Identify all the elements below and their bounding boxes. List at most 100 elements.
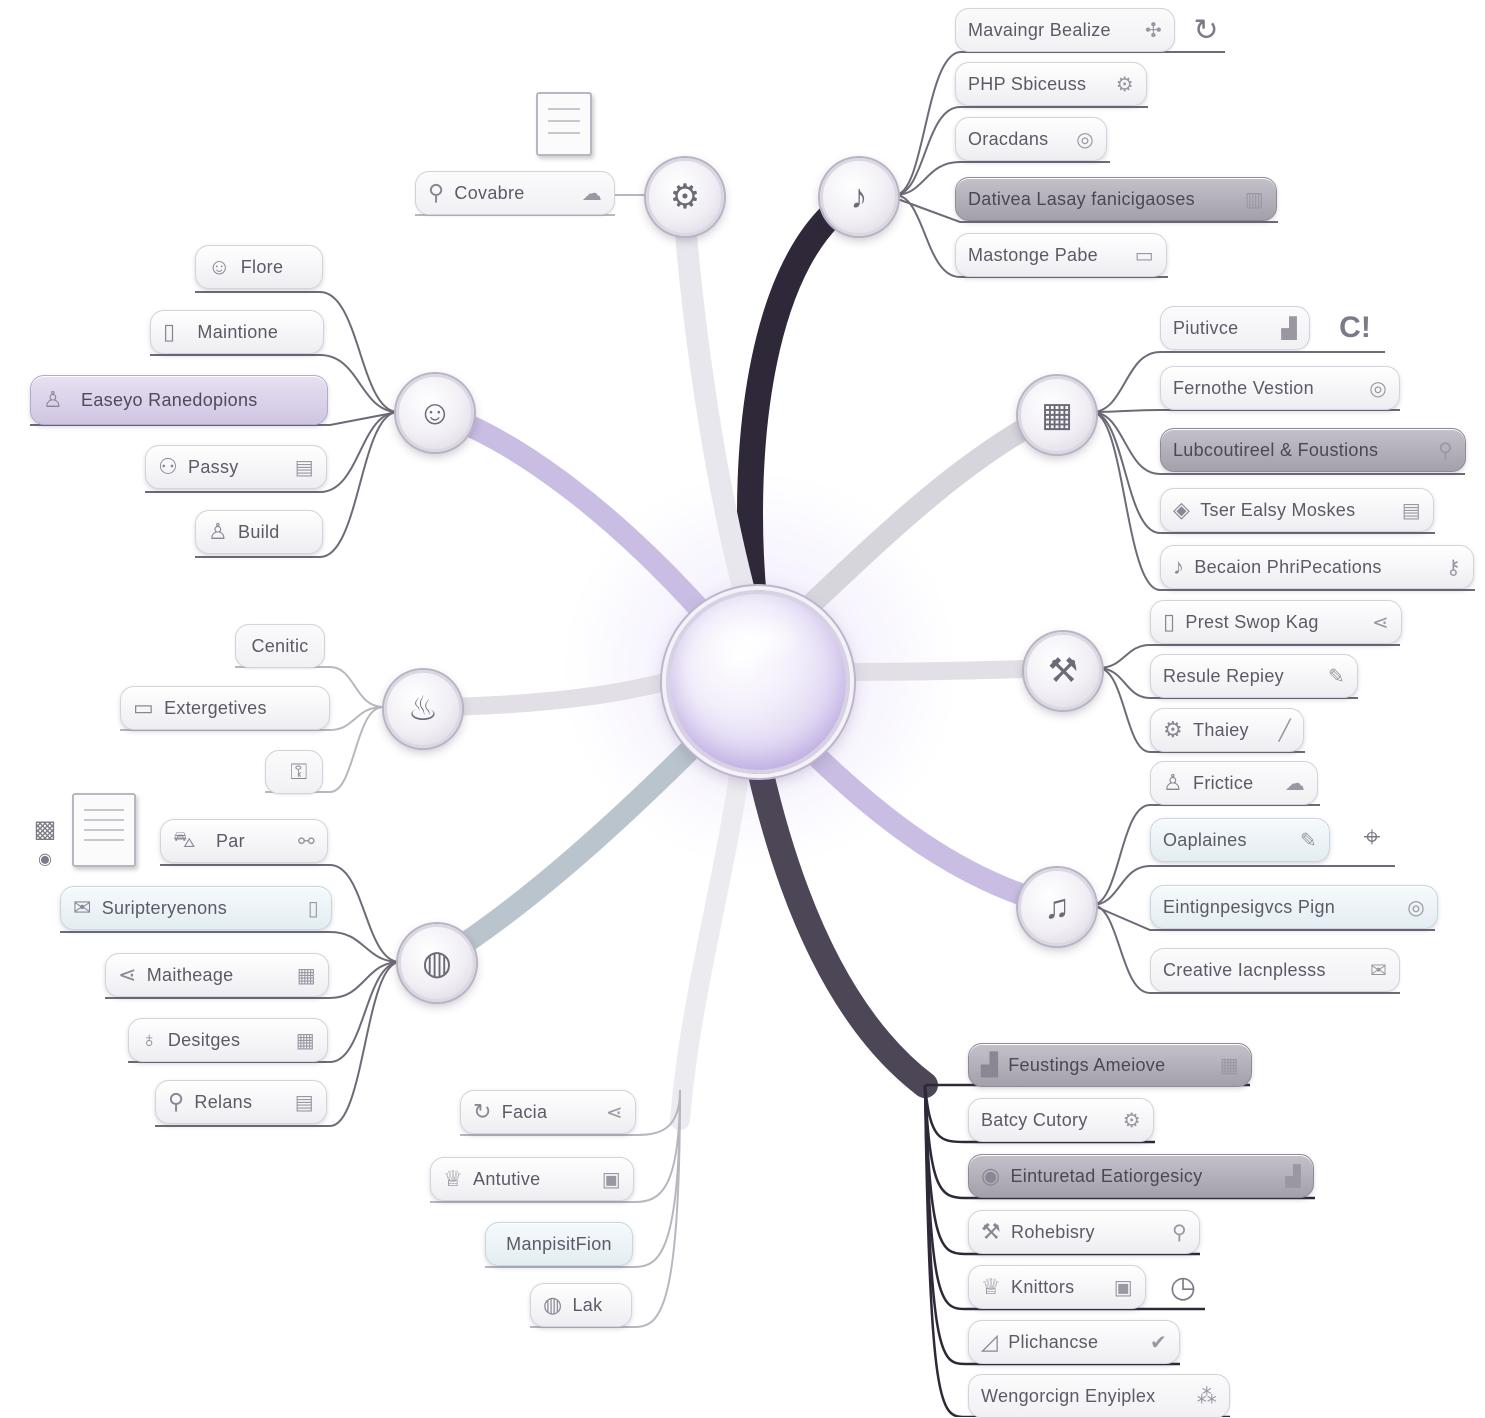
item-label: Suripteryenons bbox=[101, 897, 228, 918]
item-left-lower-1[interactable]: ⛍ Par ⚯ bbox=[160, 819, 328, 863]
edit-icon: ✎ bbox=[1299, 829, 1317, 852]
refresh-icon[interactable]: ↻ bbox=[1193, 13, 1219, 47]
pin-icon: ⚲ bbox=[1438, 439, 1453, 462]
clock-icon[interactable]: ◷ bbox=[1169, 1270, 1197, 1304]
branch-bottom-right bbox=[747, 757, 938, 1098]
item-right-middle-2[interactable]: Resule Repiey ✎ bbox=[1150, 654, 1358, 698]
item-label: Par bbox=[215, 830, 245, 851]
item-label: Plichancse bbox=[1008, 1331, 1099, 1352]
trophy-icon: ♕ bbox=[443, 1166, 464, 1191]
item-bottom-right-5[interactable]: ♕ Knittors ▣ bbox=[968, 1265, 1146, 1309]
node-right-lower[interactable]: ♫ bbox=[1018, 868, 1096, 946]
check-icon: ✔ bbox=[1149, 1331, 1167, 1354]
node-top-right[interactable]: ♪ bbox=[820, 158, 898, 236]
cloud-icon: ☁ bbox=[1284, 772, 1305, 795]
item-right-upper-5[interactable]: ♪ Becaion PhriPecations ⚷ bbox=[1160, 545, 1474, 589]
item-left-upper-2[interactable]: ▯ Maintione bbox=[150, 310, 324, 354]
item-top-middle-1[interactable]: ⚲ Covabre ☁ bbox=[415, 171, 615, 215]
share-icon: ⋖ bbox=[1371, 611, 1389, 634]
item-left-upper-5[interactable]: ♙ Build bbox=[195, 510, 323, 554]
item-left-upper-1[interactable]: ☺ Flore bbox=[195, 245, 323, 289]
node-right-middle[interactable]: ⚒ bbox=[1024, 632, 1102, 710]
branch-right-upper bbox=[794, 401, 1066, 621]
item-right-middle-3[interactable]: ⚙ Thaiey ╱ bbox=[1150, 708, 1304, 752]
box-icon: ▣ bbox=[601, 1168, 621, 1191]
tag-icon: ◈ bbox=[1173, 497, 1191, 522]
item-left-middle-2[interactable]: ▭ Extergetives bbox=[120, 686, 330, 730]
item-label: Batcy Cutory bbox=[981, 1109, 1088, 1130]
mail-icon: ✉ bbox=[1369, 959, 1387, 982]
tablet-icon: ▯ bbox=[307, 897, 319, 920]
item-right-lower-1[interactable]: ♙ Frictice ☁ bbox=[1150, 761, 1318, 805]
node-left-middle[interactable]: ♨ bbox=[384, 670, 462, 748]
car-icon: ⛍ bbox=[173, 826, 196, 852]
item-label: Maintione bbox=[197, 321, 279, 342]
antenna-icon[interactable]: ⌖ bbox=[1363, 821, 1381, 854]
doc-line bbox=[548, 132, 580, 134]
item-bottom-middle-3[interactable]: ManpisitFion bbox=[485, 1222, 633, 1266]
item-bottom-right-3[interactable]: ◉ Einturetad Eatiorgesicy ▟ bbox=[968, 1154, 1314, 1198]
node-right-upper[interactable]: ▦ bbox=[1018, 376, 1096, 454]
item-right-lower-3[interactable]: Eintignpesigvcs Pign ◎ bbox=[1150, 885, 1438, 929]
person-icon: ♙ bbox=[208, 519, 229, 544]
item-left-lower-4[interactable]: ♁ Desitges ▦ bbox=[128, 1018, 328, 1062]
item-label: Lubcoutireel & Foustions bbox=[1173, 439, 1379, 460]
branch-left-lower bbox=[425, 729, 711, 973]
document-icon: ▤ bbox=[1401, 499, 1421, 522]
item-top-right-2[interactable]: PHP Sbiceuss ⚙ bbox=[955, 62, 1147, 106]
search-icon: ⚲ bbox=[428, 180, 445, 205]
item-label: Maitheage bbox=[146, 964, 234, 985]
people-icon: ⚇ bbox=[158, 454, 179, 479]
item-bottom-right-6[interactable]: ◿ Plichancse ✔ bbox=[968, 1320, 1180, 1364]
monitor-icon: ▭ bbox=[1134, 244, 1154, 267]
item-left-lower-5[interactable]: ⚲ Relans ▤ bbox=[155, 1080, 327, 1124]
item-bottom-right-7[interactable]: Wengorcign Enyiplex ⁂ bbox=[968, 1374, 1230, 1418]
item-right-lower-4[interactable]: Creative Iacnplesss ✉ bbox=[1150, 948, 1400, 992]
item-left-upper-4[interactable]: ⚇ Passy ▤ bbox=[145, 445, 327, 489]
doc-line bbox=[84, 839, 124, 841]
c-badge-icon[interactable]: C! bbox=[1339, 311, 1371, 344]
node-left-lower[interactable]: ◍ bbox=[398, 924, 476, 1002]
item-right-upper-3[interactable]: Lubcoutireel & Foustions ⚲ bbox=[1160, 428, 1466, 472]
item-top-right-1[interactable]: Mavaingr Bealize ✣ bbox=[955, 8, 1175, 52]
item-label: Eintignpesigvcs Pign bbox=[1163, 896, 1336, 917]
pencil-icon: ╱ bbox=[1278, 719, 1291, 742]
item-left-lower-2[interactable]: ✉ Suripteryenons ▯ bbox=[60, 886, 332, 930]
bed-icon: ▤ bbox=[294, 456, 314, 479]
badge-icon: ◉ bbox=[38, 851, 52, 868]
item-bottom-middle-1[interactable]: ↻ Facia ⋖ bbox=[460, 1090, 636, 1134]
item-bottom-right-2[interactable]: Batcy Cutory ⚙ bbox=[968, 1098, 1154, 1142]
item-right-upper-1[interactable]: Piutivce ▟ bbox=[1160, 306, 1310, 350]
item-left-middle-1[interactable]: Cenitic bbox=[235, 624, 325, 668]
node-top-middle[interactable]: ⚙ bbox=[646, 158, 724, 236]
spreadsheet-icon: ▦ bbox=[1040, 396, 1074, 434]
item-label: Covabre bbox=[454, 182, 525, 203]
item-left-upper-3[interactable]: ♙ Easeyo Ranedopions bbox=[30, 375, 328, 425]
branch-left-upper bbox=[424, 401, 716, 626]
item-top-right-3[interactable]: Oracdans ◎ bbox=[955, 117, 1107, 161]
calendar-icon: ▦ bbox=[1219, 1054, 1239, 1077]
pin-icon: ♁ bbox=[141, 1027, 158, 1052]
item-right-upper-4[interactable]: ◈ Tser Ealsy Moskes ▤ bbox=[1160, 488, 1434, 532]
item-label: Oracdans bbox=[968, 128, 1049, 149]
item-bottom-middle-4[interactable]: ◍ Lak bbox=[530, 1283, 632, 1327]
item-left-lower-3[interactable]: ⋖ Maitheage ▦ bbox=[105, 953, 329, 997]
qr-icon: ▩ bbox=[33, 815, 57, 843]
item-right-upper-2[interactable]: Fernothe Vestion ◎ bbox=[1160, 366, 1400, 410]
item-right-middle-1[interactable]: ▯ Prest Swop Kag ⋖ bbox=[1150, 600, 1402, 644]
central-hub[interactable] bbox=[666, 590, 850, 774]
target-icon: ◎ bbox=[1076, 128, 1094, 151]
item-label: Desitges bbox=[167, 1029, 241, 1050]
item-label: Dativea Lasay fanicigaoses bbox=[968, 188, 1195, 209]
node-left-upper[interactable]: ☺ bbox=[396, 374, 474, 452]
item-bottom-right-1[interactable]: ▟ Feustings Ameiove ▦ bbox=[968, 1043, 1252, 1087]
item-bottom-right-4[interactable]: ⚒ Rohebisry ⚲ bbox=[968, 1210, 1200, 1254]
item-bottom-middle-2[interactable]: ♕ Antutive ▣ bbox=[430, 1157, 634, 1201]
item-label: Antutive bbox=[473, 1168, 541, 1189]
item-left-middle-3[interactable]: ⚿ bbox=[265, 750, 323, 794]
item-top-right-4[interactable]: Dativea Lasay fanicigaoses ▥ bbox=[955, 177, 1277, 221]
trash-icon: ▥ bbox=[1244, 188, 1264, 211]
item-top-right-5[interactable]: Mastonge Pabe ▭ bbox=[955, 233, 1167, 277]
item-right-lower-2[interactable]: Oaplaines ✎ bbox=[1150, 818, 1330, 862]
